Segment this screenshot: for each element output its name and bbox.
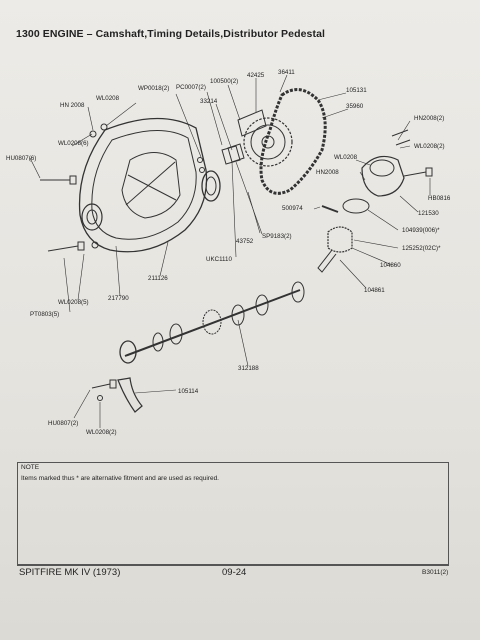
part-label: PT0803(5) — [30, 311, 59, 318]
part-label: WL0208(2) — [86, 429, 117, 436]
part-label: 211126 — [148, 275, 168, 282]
part-label: 42425 — [247, 72, 265, 79]
part-label: 36411 — [278, 69, 295, 76]
part-label: UKC1110 — [206, 256, 232, 263]
pedestal-gasket — [342, 198, 370, 214]
page-title: 1300 ENGINE – Camshaft,Timing Details,Di… — [16, 28, 326, 40]
part-label: 104861 — [364, 287, 385, 294]
camshaft — [119, 281, 305, 364]
part-label: 121530 — [418, 210, 439, 217]
part-label: PC0007(2) — [176, 84, 206, 91]
chain-tensioner — [227, 109, 267, 163]
cover-bolts — [40, 123, 205, 252]
part-label: 104939(006)* — [402, 227, 440, 234]
part-label: 500974 — [282, 205, 303, 212]
part-label: 105114 — [178, 388, 199, 395]
part-label: WL0208 — [96, 95, 120, 102]
part-label: 217790 — [108, 295, 129, 302]
part-label: HU0807(2) — [48, 420, 78, 427]
part-label: WL0208(6) — [58, 140, 89, 147]
exploded-parts-diagram: 36411 42425 100500(2) PC0007(2) WP0018(2… — [6, 69, 451, 436]
lock-plate — [221, 145, 241, 165]
oil-seal — [201, 170, 221, 202]
footer-page-number: 09-24 — [222, 567, 247, 578]
timing-cover — [78, 117, 208, 253]
distributor-pedestal — [361, 129, 433, 197]
part-label: WP0018(2) — [138, 85, 169, 92]
part-label: WL0208(2) — [414, 143, 445, 150]
distributor-drive-gear — [317, 226, 353, 273]
part-label: 100500(2) — [210, 78, 238, 85]
part-label: HN 2008 — [60, 102, 85, 109]
note-box: NOTE Items marked thus * are alternative… — [17, 462, 449, 566]
note-heading: NOTE — [21, 464, 40, 471]
part-label: 33214 — [200, 98, 218, 105]
part-label: WL0208 — [334, 154, 358, 161]
part-label: 35960 — [346, 103, 364, 110]
note-text: Items marked thus * are alternative fitm… — [21, 475, 219, 482]
footer-divider — [17, 564, 449, 565]
part-label: 104860 — [380, 262, 401, 269]
part-label: 125252(02C)* — [402, 245, 441, 252]
part-label: 312188 — [238, 365, 259, 372]
part-label: SP9183(2) — [262, 233, 292, 240]
timing-chain — [259, 88, 327, 195]
part-label: HN2008(2) — [414, 115, 444, 122]
leader-lines — [29, 74, 431, 428]
part-labels: 36411 42425 100500(2) PC0007(2) WP0018(2… — [6, 69, 451, 436]
part-label: HU0807(6) — [6, 155, 36, 162]
part-label: HB0816 — [428, 195, 451, 202]
part-label: 105131 — [346, 87, 367, 94]
camshaft-sprocket — [243, 117, 293, 167]
thrust-plate — [91, 377, 143, 413]
part-label: HN2008 — [316, 169, 339, 176]
footer-code: B3011(2) — [422, 569, 449, 576]
part-label: 43752 — [236, 238, 254, 245]
footer-model: SPITFIRE MK IV (1973) — [19, 567, 121, 578]
part-label: WL0208(5) — [58, 299, 89, 306]
dowel-pin — [321, 205, 339, 213]
